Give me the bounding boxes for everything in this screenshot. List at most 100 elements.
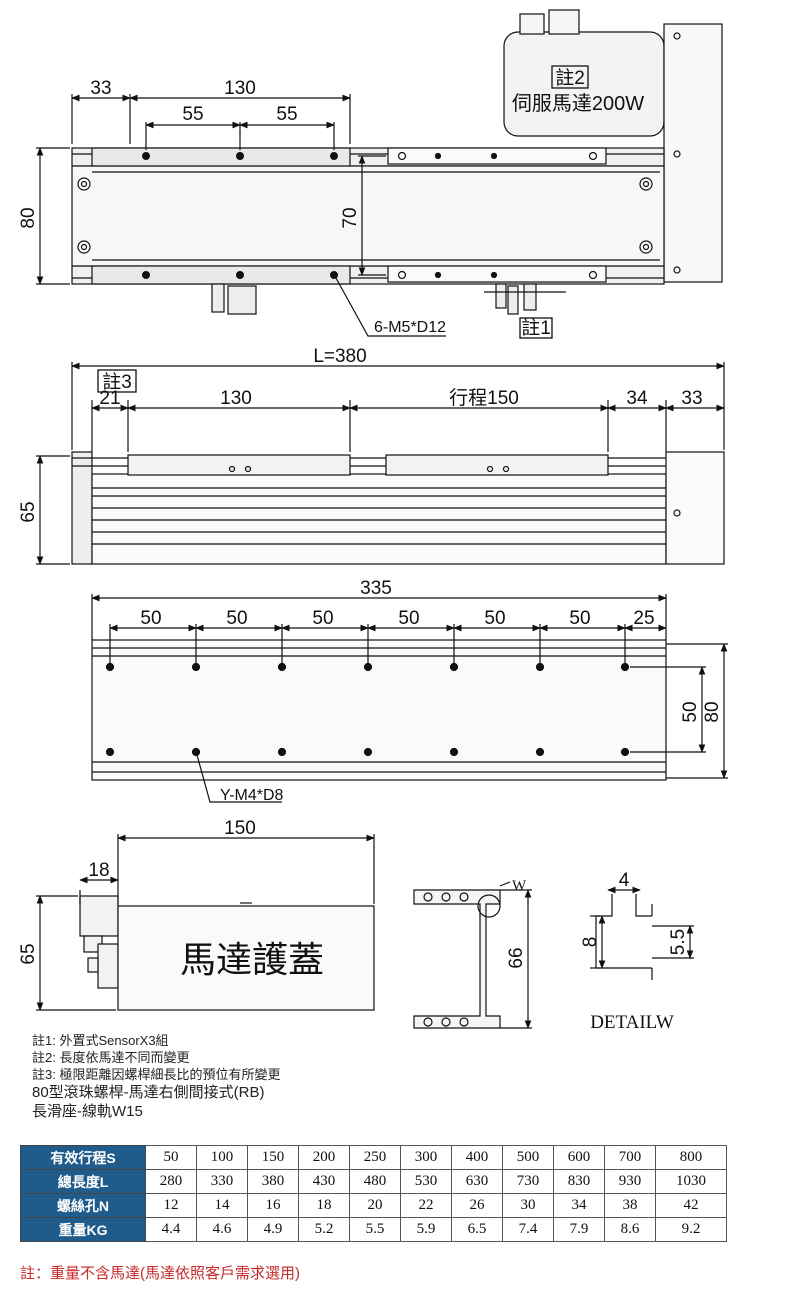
actuator-body-top: [71, 165, 665, 267]
stroke-label: 行程150: [449, 387, 519, 409]
spec-cell: 830: [553, 1169, 605, 1194]
spec-cell: 5.5: [349, 1217, 401, 1242]
spec-cell: 12: [145, 1193, 197, 1218]
pitch-3: 50: [312, 608, 333, 629]
dim-66: 66: [506, 947, 527, 968]
spec-cell: 930: [604, 1169, 656, 1194]
note-1: 註1: 外置式SensorX3組: [32, 1033, 169, 1048]
spec-row-label: 螺絲孔N: [20, 1193, 146, 1218]
spec-row-label: 有效行程S: [20, 1145, 146, 1170]
hole-callout-bottom: Y-M4*D8: [220, 787, 284, 804]
profile-view: [413, 881, 532, 1029]
dim-18: 18: [88, 860, 109, 881]
dim-335: 335: [360, 578, 392, 599]
dim-80-bottom: 80: [702, 701, 723, 722]
pitch-2: 50: [226, 608, 247, 629]
spec-cell: 100: [196, 1145, 248, 1170]
note3-tag: 註3: [102, 371, 132, 393]
note1-tag: 註1: [521, 317, 551, 339]
footnote: 註：重量不含馬達(馬達依照客戶需求選用): [20, 1265, 300, 1282]
model-name: 80型滾珠螺桿-馬達右側間接式(RB): [32, 1084, 265, 1101]
spec-cell: 42: [655, 1193, 727, 1218]
pitch-6: 50: [569, 608, 590, 629]
pitch-5: 50: [484, 608, 505, 629]
spec-cell: 4.9: [247, 1217, 299, 1242]
spec-cell: 500: [502, 1145, 554, 1170]
spec-cell: 380: [247, 1169, 299, 1194]
spec-cell: 9.2: [655, 1217, 727, 1242]
dim-55-right: 55: [276, 104, 297, 125]
spec-cell: 22: [400, 1193, 452, 1218]
note-2: 註2: 長度依馬達不同而變更: [32, 1050, 190, 1065]
spec-cell: 7.9: [553, 1217, 605, 1242]
spec-cell: 1030: [655, 1169, 727, 1194]
bottom-view: [91, 594, 728, 803]
dim-4: 4: [619, 870, 630, 891]
spec-cell: 480: [349, 1169, 401, 1194]
sensor-blocks: [211, 283, 566, 315]
carriage-bolts: [142, 152, 498, 280]
dim-80-top: 80: [18, 207, 39, 228]
note-3: 註3: 極限距離因螺桿細長比的預位有所變更: [32, 1067, 281, 1082]
technical-drawing: 33 130 55 55 80 70 註2 伺服馬達200W 6-M5*D12 …: [18, 9, 728, 1030]
pitch-1: 50: [140, 608, 161, 629]
spec-cell: 300: [400, 1145, 452, 1170]
spec-cell: 26: [451, 1193, 503, 1218]
spec-cell: 250: [349, 1145, 401, 1170]
dim-21: 21: [99, 388, 120, 409]
dim-130-side: 130: [220, 388, 252, 409]
spec-cell: 6.5: [451, 1217, 503, 1242]
actuator-body-bottom: [91, 639, 667, 781]
cover-label: 馬達護蓋: [180, 939, 324, 980]
spec-cell: 4.6: [196, 1217, 248, 1242]
w-label: W: [512, 878, 527, 894]
spec-cell: 800: [655, 1145, 727, 1170]
dim-33-top: 33: [90, 78, 111, 99]
dim-55-left: 55: [182, 104, 203, 125]
detail-w-circle: [477, 894, 501, 918]
motor-label: 伺服馬達200W: [512, 92, 644, 115]
spec-cell: 34: [553, 1193, 605, 1218]
spec-cell: 730: [502, 1169, 554, 1194]
spec-row-label: 總長度L: [20, 1169, 146, 1194]
pitch-4: 50: [398, 608, 419, 629]
dim-65-side: 65: [18, 501, 39, 522]
mounting-holes: [105, 662, 630, 757]
spec-cell: 30: [502, 1193, 554, 1218]
spec-cell: 400: [451, 1145, 503, 1170]
spec-cell: 430: [298, 1169, 350, 1194]
dim-5-5: 5.5: [668, 929, 689, 955]
spec-cell: 630: [451, 1169, 503, 1194]
spec-cell: 4.4: [145, 1217, 197, 1242]
end-view: [36, 834, 375, 1011]
side-view: [36, 362, 725, 565]
spec-cell: 5.9: [400, 1217, 452, 1242]
spec-cell: 8.6: [604, 1217, 656, 1242]
actuator-body-side: [91, 473, 667, 565]
notes: 註1: 外置式SensorX3組 註2: 長度依馬達不同而變更 註3: 極限距離…: [32, 1032, 280, 1121]
spec-cell: 530: [400, 1169, 452, 1194]
note2-tag: 註2: [555, 67, 585, 89]
motor-cover: [117, 905, 375, 1011]
detail-title: DETAILW: [590, 1012, 674, 1030]
spec-cell: 7.4: [502, 1217, 554, 1242]
dim-150: 150: [224, 818, 256, 839]
spec-cell: 280: [145, 1169, 197, 1194]
spec-cell: 14: [196, 1193, 248, 1218]
spec-cell: 50: [145, 1145, 197, 1170]
dim-65-end: 65: [18, 943, 39, 964]
spec-cell: 600: [553, 1145, 605, 1170]
spec-cell: 700: [604, 1145, 656, 1170]
dim-34: 34: [626, 388, 648, 409]
top-view: [36, 9, 723, 339]
spec-cell: 16: [247, 1193, 299, 1218]
detail-view: [590, 886, 694, 980]
spec-cell: 150: [247, 1145, 299, 1170]
dim-8: 8: [580, 937, 601, 948]
pitch-7: 25: [633, 608, 654, 629]
total-length: L=380: [313, 346, 366, 367]
dim-130-top: 130: [224, 78, 256, 99]
